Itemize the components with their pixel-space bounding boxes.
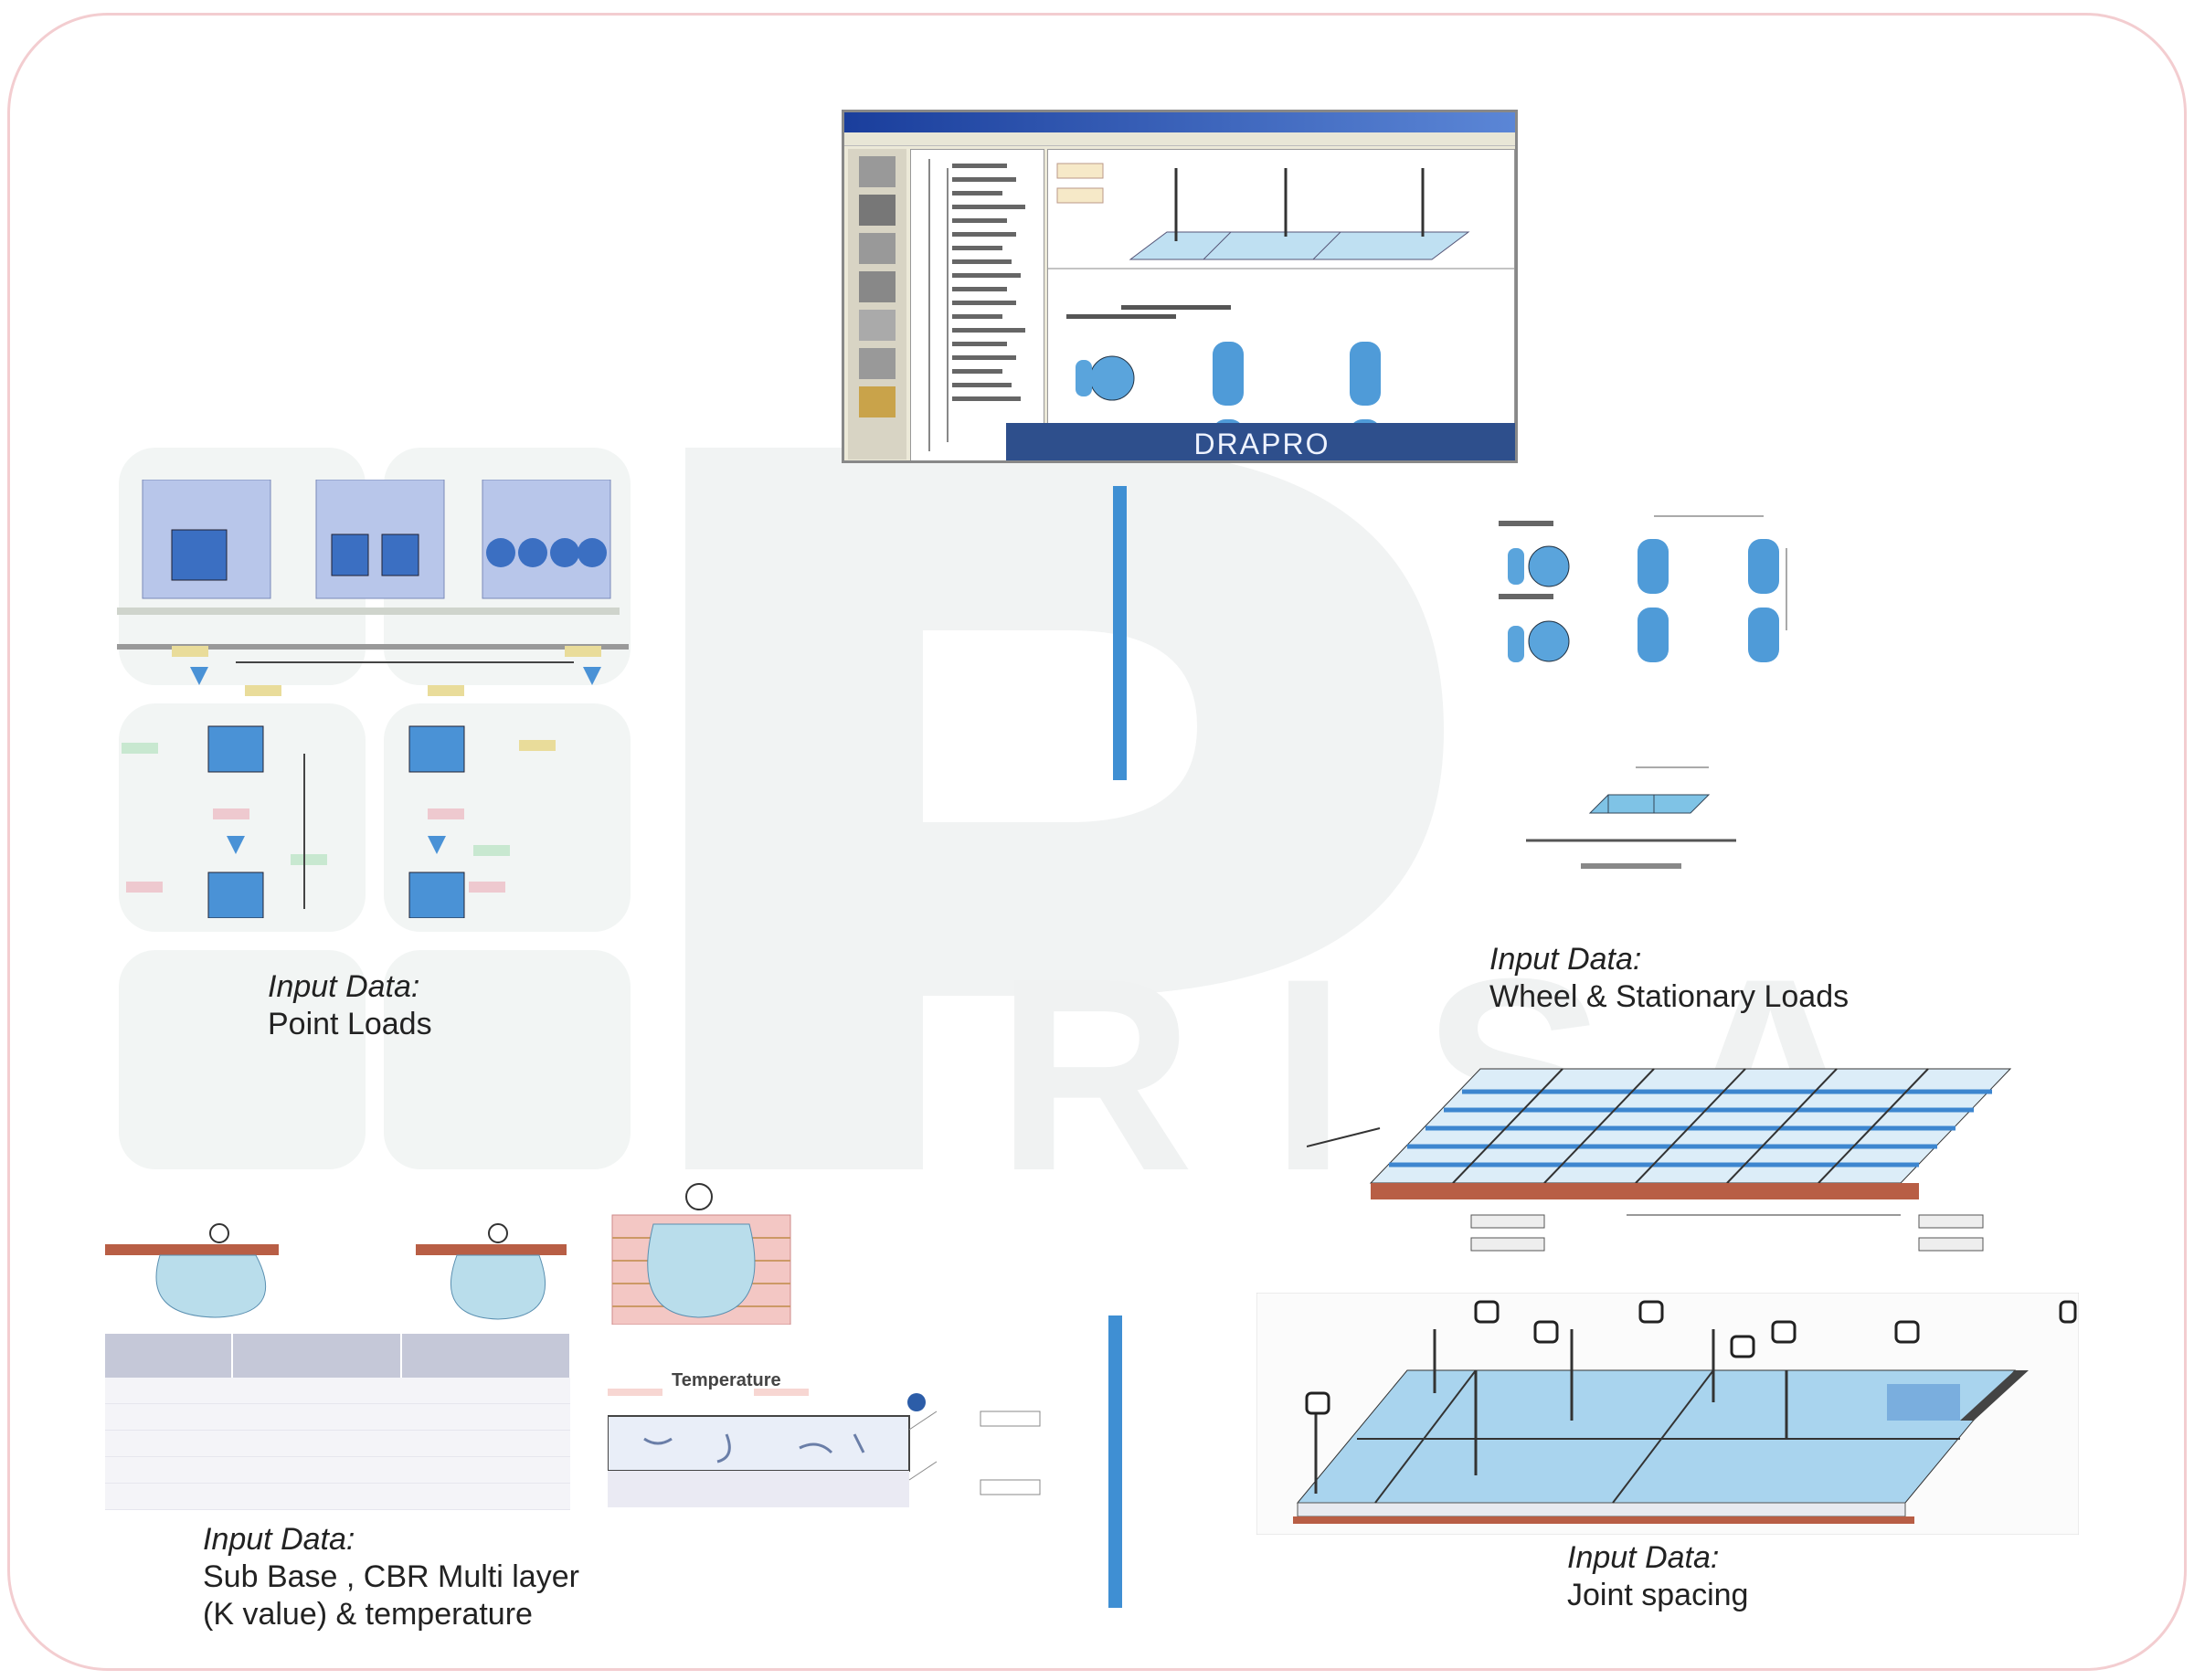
caption-joint-spacing: Input Data: Joint spacing: [1567, 1539, 1748, 1614]
caption-line: Point Loads: [268, 1007, 432, 1041]
table-row: [105, 1378, 570, 1404]
table-row: [105, 1403, 570, 1431]
window-titlebar: [844, 112, 1515, 132]
temperature-panel: Temperature: [607, 1361, 1083, 1526]
caption-line: (K value) & temperature: [203, 1597, 533, 1632]
table-row: [105, 1483, 570, 1510]
table-header: [231, 1334, 402, 1378]
table-row: [105, 1456, 570, 1484]
content-panel: [1047, 149, 1515, 460]
connector-line-top: [1113, 486, 1127, 780]
temperature-title: Temperature: [672, 1370, 781, 1390]
caption-point-loads: Input Data: Point Loads: [268, 968, 432, 1043]
caption-title: Input Data:: [1567, 1540, 1720, 1575]
table-header: [400, 1334, 572, 1378]
wheel-loads-diagram: [1499, 515, 1787, 869]
table-row: [105, 1430, 570, 1457]
joint-spacing-diagram: [1256, 1293, 2079, 1535]
caption-title: Input Data:: [203, 1522, 355, 1557]
k-value-table: [105, 1334, 572, 1510]
caption-sub-base: Input Data: Sub Base , CBR Multi layer (…: [203, 1521, 579, 1633]
caption-line: Wheel & Stationary Loads: [1489, 979, 1850, 1014]
caption-line: Joint spacing: [1567, 1578, 1749, 1612]
caption-title: Input Data:: [1489, 942, 1642, 977]
caption-wheel-loads: Input Data: Wheel & Stationary Loads: [1489, 941, 1849, 1016]
page-frame: [7, 13, 2187, 1671]
temperature-slab: [607, 1389, 1041, 1507]
tree-panel: [910, 149, 1044, 460]
window-menubar: [844, 132, 1515, 146]
connector-line-bottom: [1108, 1315, 1122, 1608]
drapro-banner: DRAPRO: [1006, 423, 1515, 460]
table-header: [105, 1334, 233, 1378]
subbase-bulbs-diagram: [105, 1183, 791, 1325]
caption-title: Input Data:: [268, 969, 420, 1004]
drapro-screenshot: DRAPRO: [842, 110, 1518, 463]
window-toolbar: [848, 149, 906, 460]
caption-line: Sub Base , CBR Multi layer: [203, 1559, 579, 1594]
joint-grid-diagram: [1307, 1068, 2012, 1252]
point-loads-diagram: [117, 480, 629, 918]
watermark-logo: R I S A: [119, 448, 1870, 1197]
